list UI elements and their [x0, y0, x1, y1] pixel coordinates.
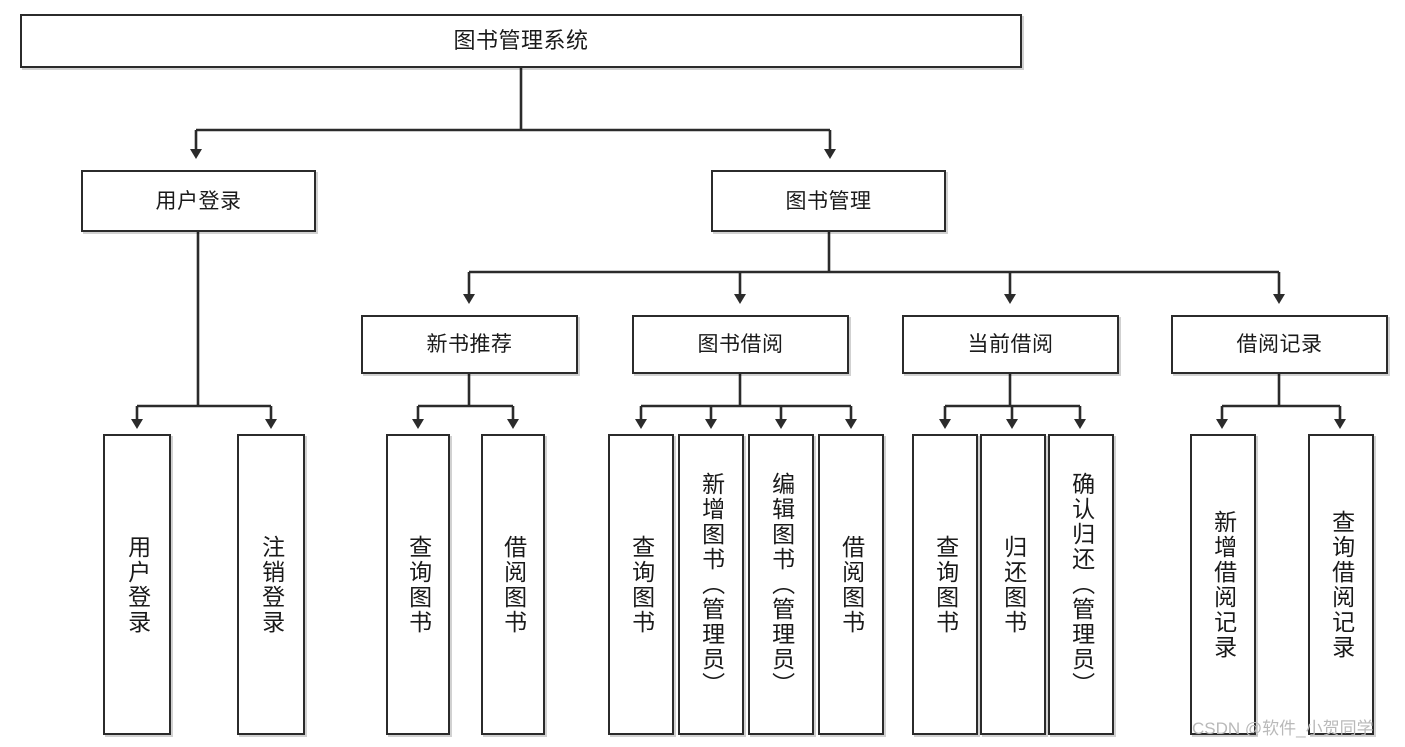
node-current-borrow[interactable]: 当前借阅: [902, 315, 1119, 374]
node-label: 图书管理: [785, 189, 872, 213]
node-label: 用户登录: [124, 534, 151, 635]
node-label: 用户登录: [155, 189, 242, 213]
node-root-system[interactable]: 图书管理系统: [20, 14, 1022, 68]
leaf-new-book-query-book[interactable]: 查询图书: [386, 434, 450, 735]
node-label: 归还图书: [1000, 534, 1027, 635]
node-label: 借阅记录: [1236, 333, 1323, 356]
node-new-book-recommend[interactable]: 新书推荐: [361, 315, 578, 374]
leaf-borrow-record-query-record[interactable]: 查询借阅记录: [1308, 434, 1374, 735]
leaf-user-login-login[interactable]: 用户登录: [103, 434, 171, 735]
node-book-management[interactable]: 图书管理: [711, 170, 946, 232]
csdn-watermark: CSDN @软件_小贺同学: [1192, 719, 1374, 738]
node-borrow-record[interactable]: 借阅记录: [1171, 315, 1388, 374]
node-label: 确认归还（管理员）: [1068, 472, 1095, 697]
node-user-login[interactable]: 用户登录: [81, 170, 316, 232]
node-label: 图书借阅: [697, 333, 784, 356]
node-label: 查询图书: [628, 534, 655, 635]
node-label: 查询图书: [932, 534, 959, 635]
leaf-book-borrow-borrow-book[interactable]: 借阅图书: [818, 434, 884, 735]
node-book-borrow[interactable]: 图书借阅: [632, 315, 849, 374]
node-label: 新增图书（管理员）: [698, 472, 725, 697]
node-label: 注销登录: [258, 534, 285, 635]
node-label: 编辑图书（管理员）: [768, 472, 795, 697]
node-label: 查询借阅记录: [1328, 509, 1355, 660]
leaf-borrow-record-add-record[interactable]: 新增借阅记录: [1190, 434, 1256, 735]
leaf-user-login-logout[interactable]: 注销登录: [237, 434, 305, 735]
node-label: 图书管理系统: [453, 28, 589, 53]
node-label: 新增借阅记录: [1210, 509, 1237, 660]
leaf-book-borrow-add-book-admin[interactable]: 新增图书（管理员）: [678, 434, 744, 735]
leaf-current-borrow-return-book[interactable]: 归还图书: [980, 434, 1046, 735]
leaf-new-book-borrow-book[interactable]: 借阅图书: [481, 434, 545, 735]
node-label: 新书推荐: [426, 333, 513, 356]
leaf-book-borrow-edit-book-admin[interactable]: 编辑图书（管理员）: [748, 434, 814, 735]
node-label: 查询图书: [405, 534, 432, 635]
leaf-current-borrow-confirm-return-admin[interactable]: 确认归还（管理员）: [1048, 434, 1114, 735]
leaf-current-borrow-query-book[interactable]: 查询图书: [912, 434, 978, 735]
node-label: 借阅图书: [838, 534, 865, 635]
leaf-book-borrow-query-book[interactable]: 查询图书: [608, 434, 674, 735]
node-label: 当前借阅: [967, 333, 1054, 356]
node-label: 借阅图书: [500, 534, 527, 635]
